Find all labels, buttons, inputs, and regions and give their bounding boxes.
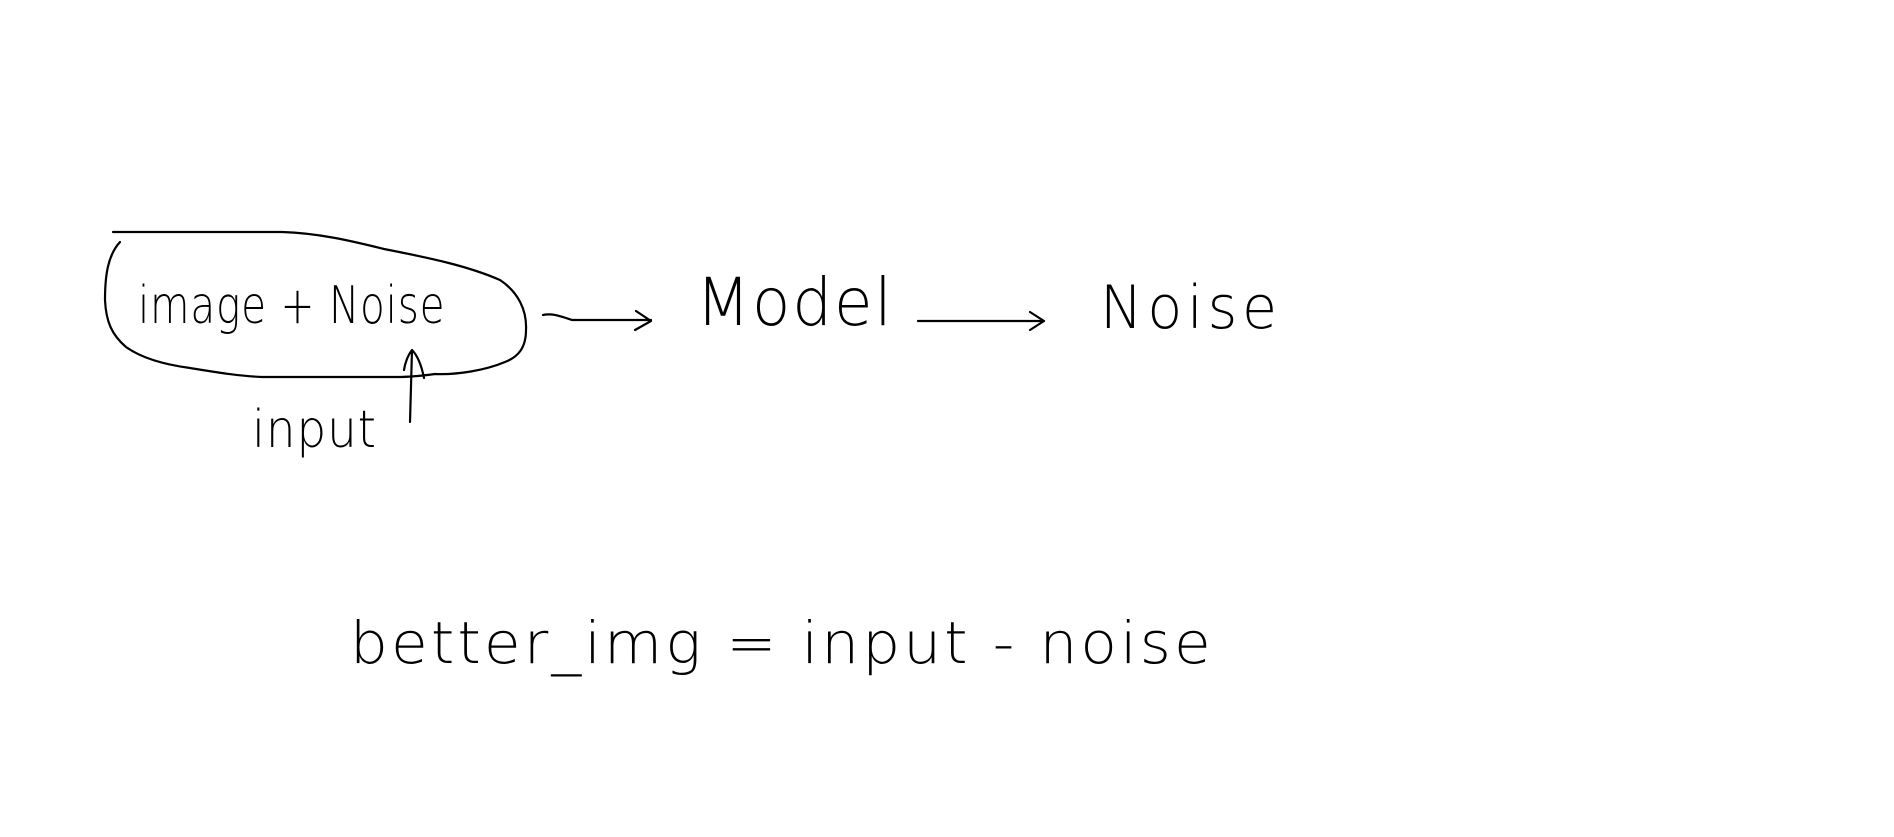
arrow-model-to-noise [916,310,1046,332]
input-node-label: image + Noise [138,276,446,336]
equation-text: better_img = input - noise [350,609,1214,677]
model-label: Model [696,264,894,341]
input-enclosure [103,230,528,379]
noise-output-label: Noise [1100,273,1282,343]
input-pointer-arrow [402,348,426,424]
input-annotation: input [252,400,377,460]
arrow-input-to-model [541,309,653,332]
